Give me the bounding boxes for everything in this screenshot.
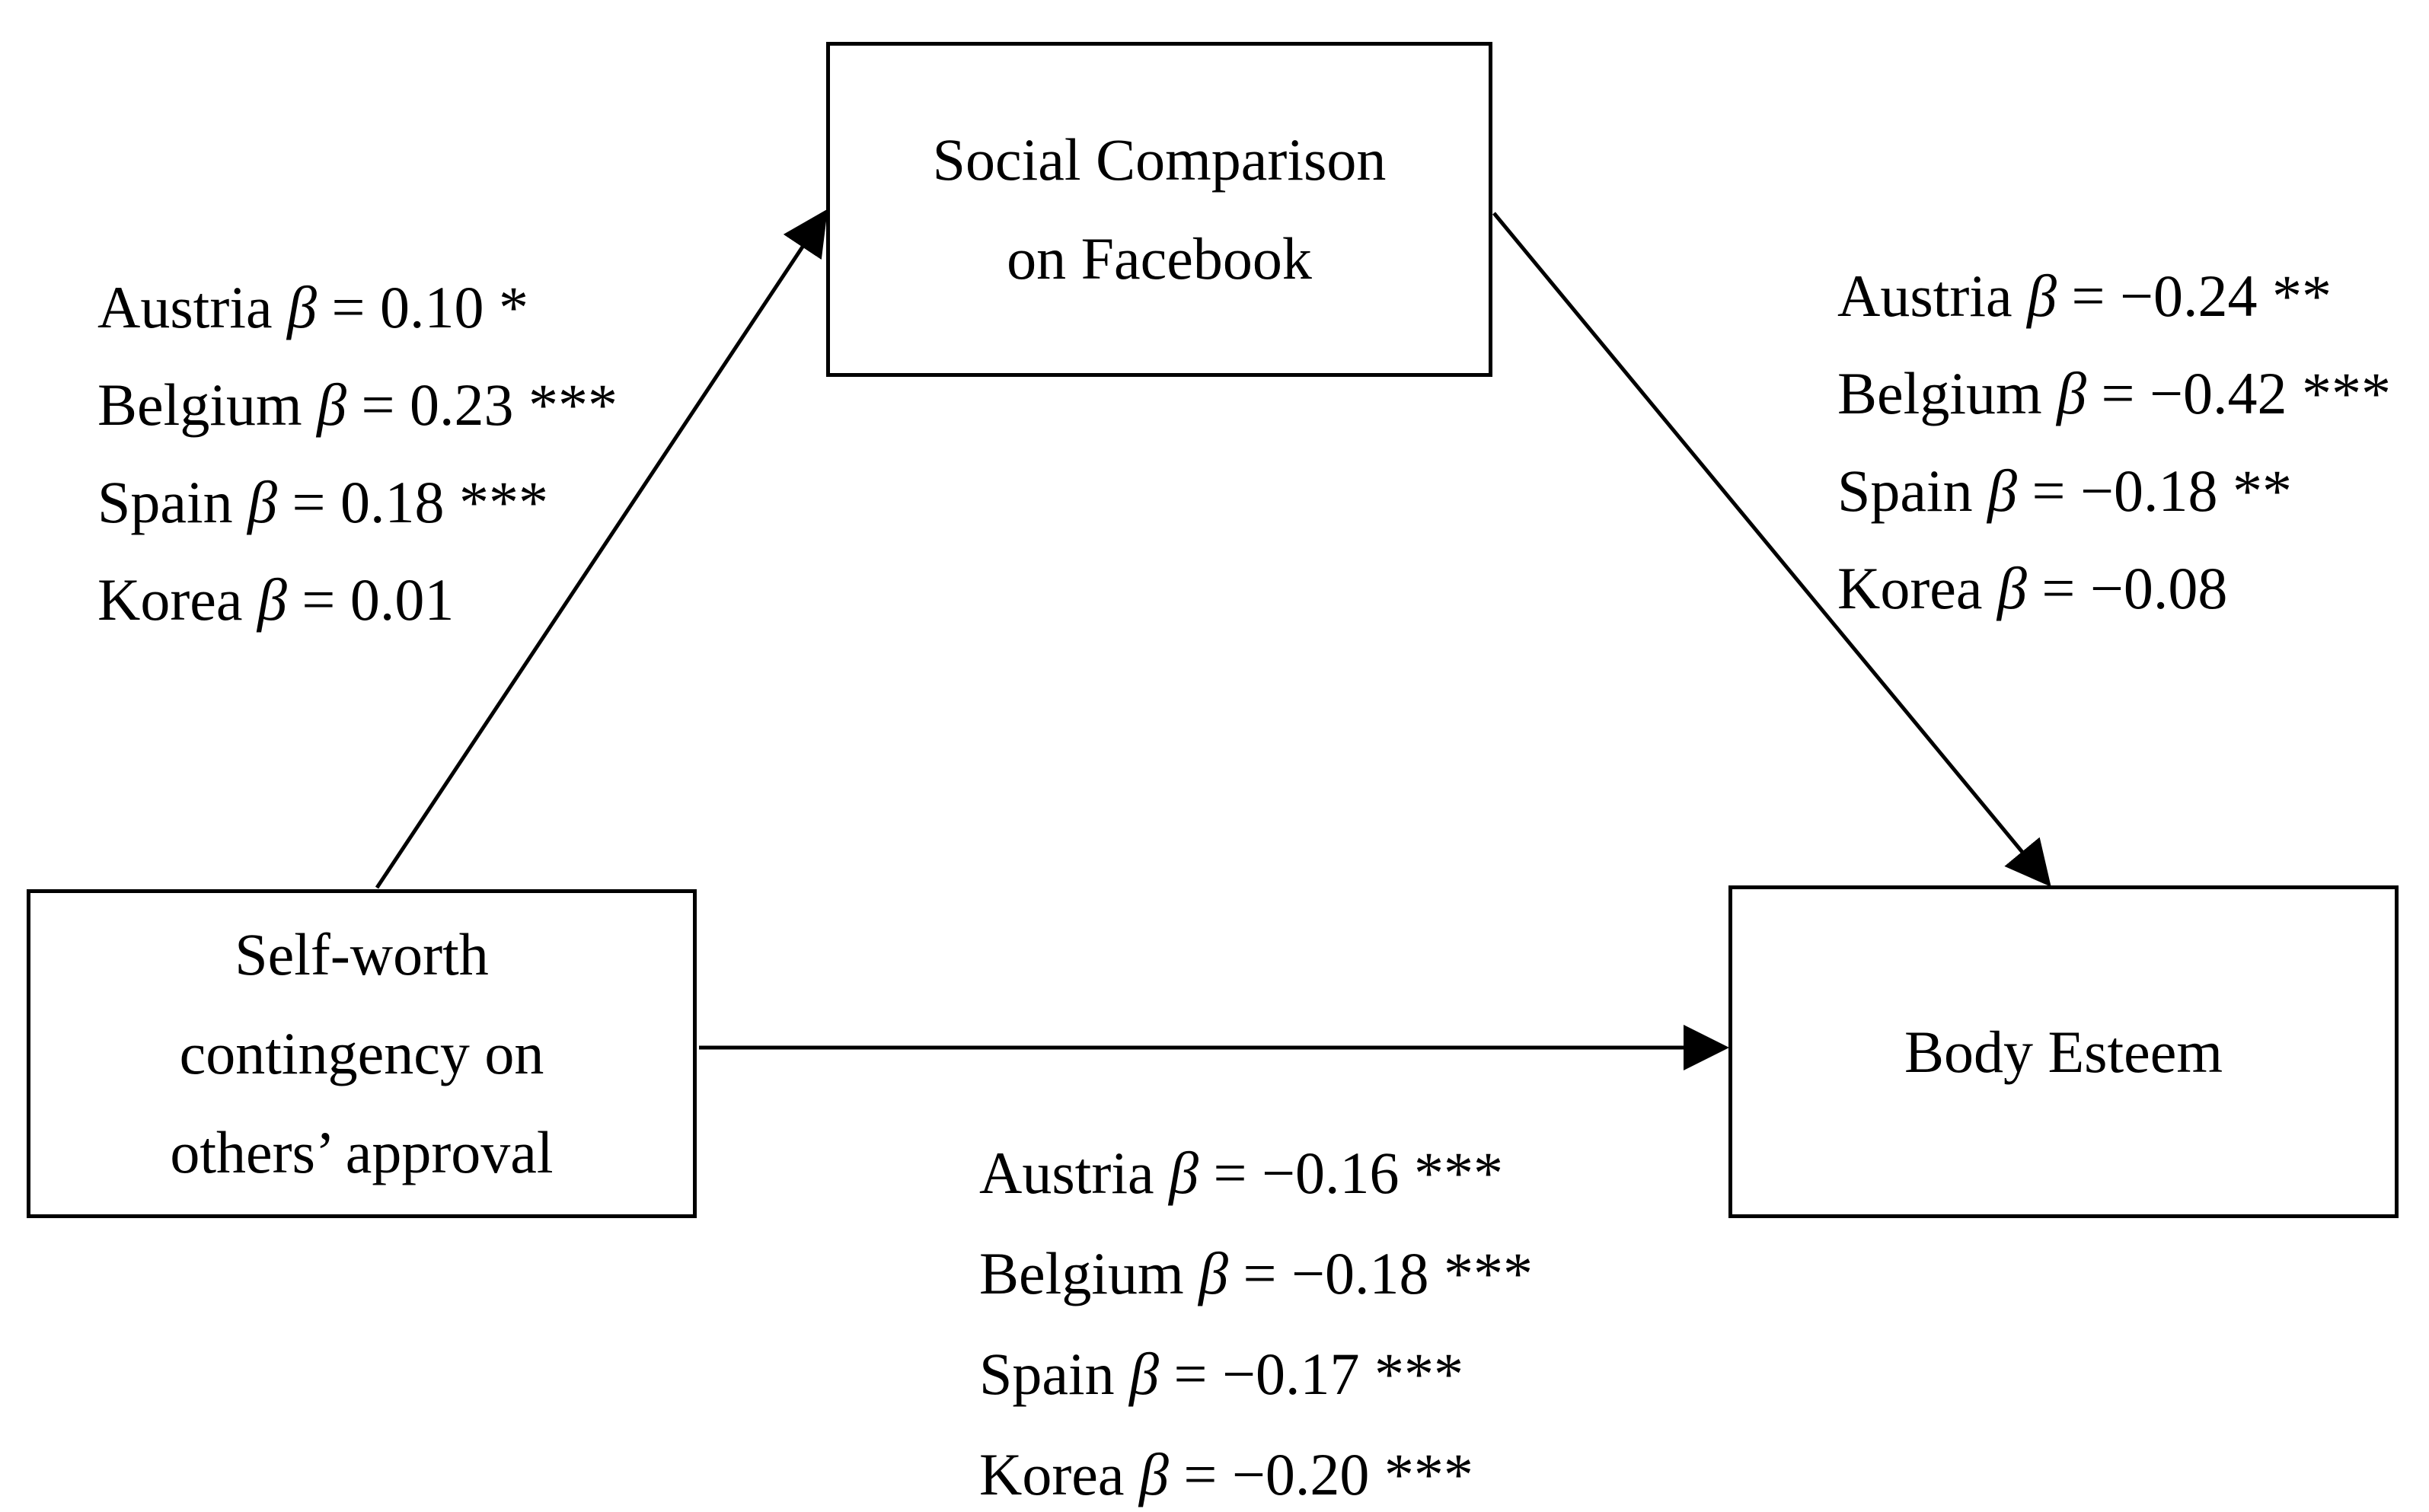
node-label-line: Body Esteem [1904,1018,2223,1085]
country-name: Korea [979,1441,1125,1507]
significance-stars: *** [1374,1341,1464,1407]
beta-symbol: β [1987,458,2018,524]
equals-sign: = [361,372,395,438]
significance-stars: * [498,274,528,340]
significance-stars: *** [1444,1240,1534,1306]
equals-sign: = [292,469,326,535]
coefficient-label: Belgium β = 0.23 *** [97,356,618,454]
beta-symbol: β [1169,1140,1199,1206]
beta-symbol: β [2027,263,2057,329]
coefficient-value: 0.18 [340,469,445,535]
significance-stars: ** [2233,458,2293,524]
country-name: Belgium [97,372,302,438]
node-label-line: on Facebook [1007,225,1312,292]
country-name: Spain [97,469,233,535]
country-name: Austria [1837,263,2012,329]
significance-stars: *** [528,372,618,438]
beta-symbol: β [1199,1240,1229,1306]
beta-symbol: β [247,469,278,535]
coefficient-value: −0.08 [2089,555,2228,621]
coefficient-label: Austria β = −0.16 *** [979,1123,1533,1223]
node-label-line: Self-worth [235,921,489,987]
equals-sign: = [1213,1140,1247,1206]
beta-symbol: β [317,372,347,438]
country-name: Spain [979,1341,1115,1407]
country-name: Austria [979,1140,1154,1206]
significance-stars: *** [1413,1140,1503,1206]
significance-stars: ** [2271,263,2332,329]
node-label-line: Social Comparison [932,126,1387,193]
significance-stars: *** [459,469,549,535]
coefficient-label: Spain β = 0.18 *** [97,454,618,551]
coefficient-value: −0.18 [1291,1240,1429,1306]
arrow-predictor-to-mediator [375,209,828,889]
coefficient-value: 0.01 [350,566,455,633]
equals-sign: = [2041,555,2076,621]
node-label-line: contingency on [179,1020,544,1086]
node-body-esteem: Body Esteem [1728,885,2399,1218]
arrow-mediator-to-outcome [1492,212,2051,887]
country-name: Spain [1837,458,1973,524]
coefficient-label: Korea β = −0.08 [1837,540,2391,637]
coefficient-label: Austria β = −0.24 ** [1837,247,2391,345]
equals-sign: = [1183,1441,1218,1507]
equals-sign: = [2071,263,2105,329]
coefficients-predictor-to-outcome: Austria β = −0.16 *** Belgium β = −0.18 … [979,1123,1533,1512]
equals-sign: = [302,566,336,633]
coefficient-label: Belgium β = −0.18 *** [979,1223,1533,1324]
coefficient-label: Belgium β = −0.42 *** [1837,345,2391,442]
coefficient-label: Korea β = 0.01 [97,551,618,649]
coefficient-label: Austria β = 0.10 * [97,259,618,356]
equals-sign: = [1173,1341,1208,1407]
node-label-line: others’ approval [170,1119,554,1185]
beta-symbol: β [1129,1341,1160,1407]
significance-stars: *** [1384,1441,1473,1507]
coefficient-value: −0.42 [2150,360,2287,426]
coefficient-value: 0.23 [410,372,514,438]
country-name: Korea [1837,555,1983,621]
country-name: Austria [97,274,273,340]
beta-symbol: β [287,274,317,340]
coefficient-value: −0.20 [1231,1441,1370,1507]
beta-symbol: β [1139,1441,1169,1507]
equals-sign: = [1243,1240,1277,1306]
equals-sign: = [331,274,365,340]
beta-symbol: β [1997,555,2027,621]
node-self-worth-contingency: Self-worth contingency on others’ approv… [27,889,697,1218]
beta-symbol: β [2057,360,2087,426]
node-social-comparison: Social Comparison on Facebook [826,42,1492,377]
coefficient-value: −0.16 [1261,1140,1400,1206]
coefficient-label: Spain β = −0.17 *** [979,1324,1533,1424]
coefficient-value: −0.17 [1222,1341,1360,1407]
equals-sign: = [2032,458,2066,524]
country-name: Korea [97,566,243,633]
coefficient-value: −0.18 [2080,458,2218,524]
coefficient-value: −0.24 [2119,263,2258,329]
beta-symbol: β [257,566,287,633]
coefficient-value: 0.10 [379,274,484,340]
coefficient-label: Spain β = −0.18 ** [1837,442,2391,540]
country-name: Belgium [1837,360,2042,426]
significance-stars: *** [2302,360,2392,426]
coefficients-predictor-to-mediator: Austria β = 0.10 * Belgium β = 0.23 *** … [97,259,618,649]
equals-sign: = [2101,360,2135,426]
coefficient-label: Korea β = −0.20 *** [979,1424,1533,1512]
country-name: Belgium [979,1240,1184,1306]
coefficients-mediator-to-outcome: Austria β = −0.24 ** Belgium β = −0.42 *… [1837,247,2391,637]
